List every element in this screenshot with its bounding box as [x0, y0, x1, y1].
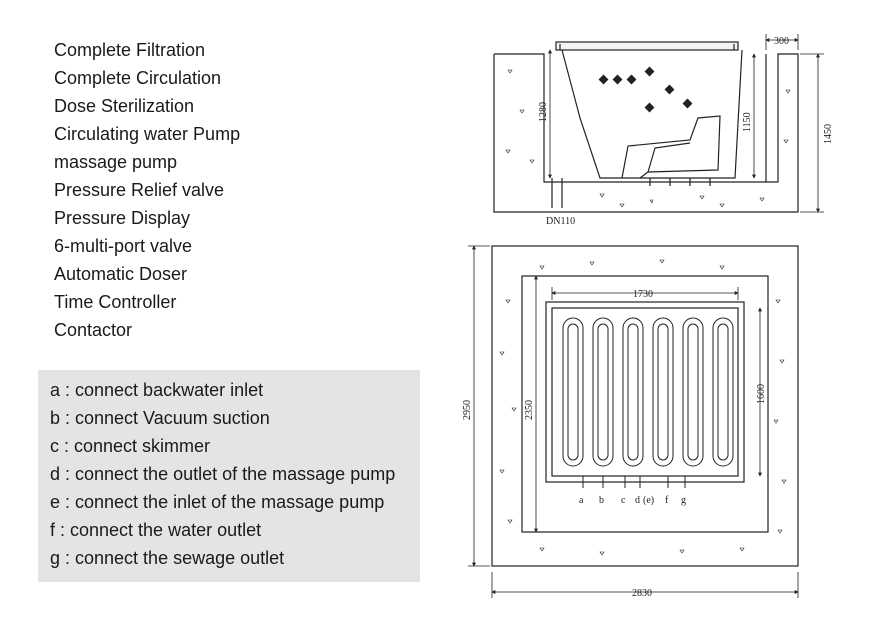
- dim-width-outer: 2830: [632, 588, 652, 599]
- connection-legend: a : connect backwater inlet b : connect …: [38, 370, 420, 582]
- port-label-g: g: [681, 495, 686, 506]
- concrete-texture: [505, 69, 791, 208]
- connection-item: b : connect Vacuum suction: [50, 408, 270, 428]
- feature-item: Circulating water Pump: [54, 124, 241, 144]
- dim-width-inner: 1730: [633, 289, 653, 300]
- section-view: [493, 41, 799, 213]
- port-label-c: c: [621, 495, 626, 506]
- tub-body: [561, 49, 743, 179]
- section-concrete-outline: [493, 53, 799, 213]
- plan-view: [491, 245, 799, 567]
- port-label-b: b: [599, 495, 604, 506]
- feature-item: Complete Circulation: [54, 68, 222, 88]
- port-pipes: [582, 476, 686, 488]
- plan-channels: [562, 317, 734, 467]
- feature-item: Time Controller: [54, 292, 177, 312]
- port-label-f: f: [665, 495, 669, 506]
- feature-item: 6-multi-port valve: [54, 236, 193, 256]
- section-dimensions: [548, 34, 824, 213]
- connection-item: f : connect the water outlet: [50, 520, 262, 540]
- dim-height-outer: 2950: [462, 400, 473, 420]
- connection-item: d : connect the outlet of the massage pu…: [50, 464, 396, 484]
- section-concrete-left: [494, 53, 766, 183]
- feature-item: Complete Filtration: [54, 40, 206, 60]
- feature-item: Pressure Display: [54, 208, 191, 228]
- tub-rim: [555, 41, 739, 51]
- technical-drawing: 300 1450 1280 1150 DN110: [462, 34, 834, 599]
- connection-item: a : connect backwater inlet: [50, 380, 264, 400]
- dim-left-height: 1280: [538, 102, 549, 122]
- port-label-a: a: [579, 495, 584, 506]
- plan-concrete-texture: [499, 259, 787, 556]
- plan-outer-wall: [491, 245, 799, 567]
- dim-top: 300: [774, 36, 789, 47]
- dim-height-mid: 2350: [524, 400, 535, 420]
- connection-item: e : connect the inlet of the massage pum…: [50, 492, 385, 512]
- tub-seat: [621, 115, 721, 179]
- feature-item: Pressure Relief valve: [54, 180, 225, 200]
- feature-list: Complete Filtration Complete Circulation…: [54, 36, 240, 344]
- port-label-d: d: [635, 495, 640, 506]
- plan-dimensions: [468, 245, 799, 598]
- pipe-label: DN110: [546, 216, 575, 227]
- plan-inner-wall: [521, 275, 769, 533]
- dim-inner-height: 1150: [742, 112, 753, 132]
- port-label-e: (e): [643, 495, 654, 506]
- jet-icons: [598, 66, 693, 113]
- plan-tub-inner: [551, 307, 739, 477]
- feature-item: Dose Sterilization: [54, 96, 195, 116]
- dim-outer-height: 1450: [823, 124, 834, 144]
- plan-tub-rim: [545, 301, 745, 483]
- feature-item: massage pump: [54, 152, 178, 172]
- dim-height-inner: 1600: [756, 384, 767, 404]
- feature-item: Automatic Doser: [54, 264, 188, 284]
- connection-item: c : connect skimmer: [50, 436, 211, 456]
- feature-item: Contactor: [54, 320, 133, 340]
- connection-item: g : connect the sewage outlet: [50, 548, 285, 568]
